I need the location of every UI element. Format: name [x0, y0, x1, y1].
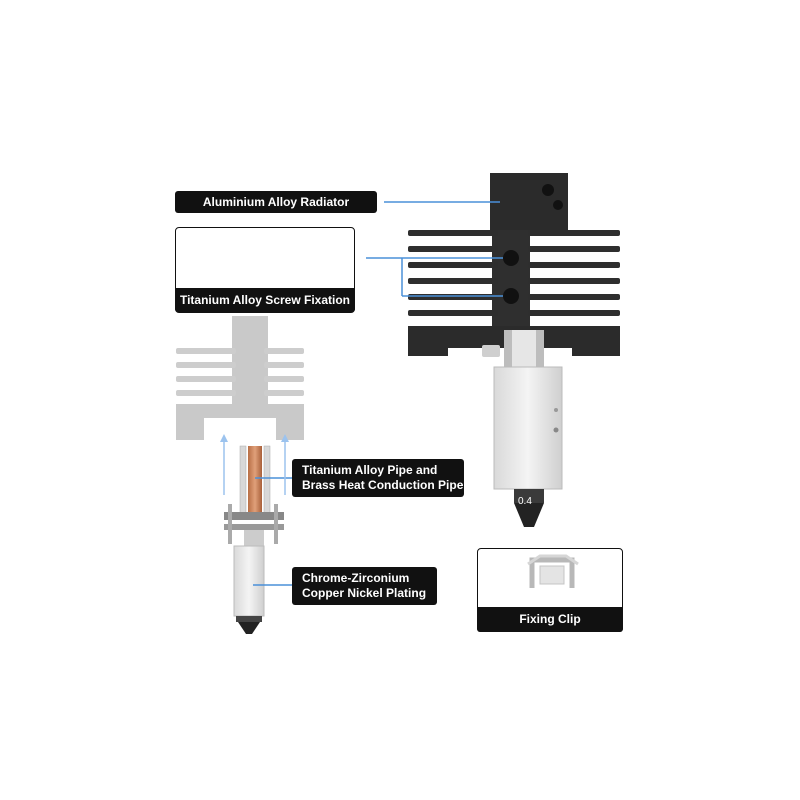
pipe-label: Titanium Alloy Pipe and Brass Heat Condu… — [292, 459, 464, 497]
radiator-label: Aluminium Alloy Radiator — [175, 191, 377, 213]
nozzle-size-text: 0.4 — [518, 496, 532, 507]
heat-break — [224, 445, 284, 546]
heater-block — [482, 330, 563, 527]
nozzle-plating-label-line1: Chrome-Zirconium — [302, 571, 410, 585]
heatsink-cross-section — [176, 316, 304, 440]
fixing-clip-label: Fixing Clip — [477, 607, 623, 632]
nozzle-plating-label-line2: Copper Nickel Plating — [302, 586, 427, 600]
pipe-label-line1: Titanium Alloy Pipe and — [302, 463, 438, 477]
screw-fixation-label: Titanium Alloy Screw Fixation — [175, 288, 355, 312]
fixing-clip-icon — [527, 554, 579, 588]
fixing-clip-label-text: Fixing Clip — [519, 612, 581, 626]
small-heater-block — [233, 545, 265, 634]
black-heatsink — [408, 173, 620, 356]
radiator-label-text: Aluminium Alloy Radiator — [202, 194, 350, 209]
nozzle-plating-label: Chrome-Zirconium Copper Nickel Plating — [292, 567, 437, 605]
pipe-label-line2: Brass Heat Conduction Pipe — [302, 478, 464, 492]
screw-fixation-label-text: Titanium Alloy Screw Fixation — [179, 292, 351, 307]
